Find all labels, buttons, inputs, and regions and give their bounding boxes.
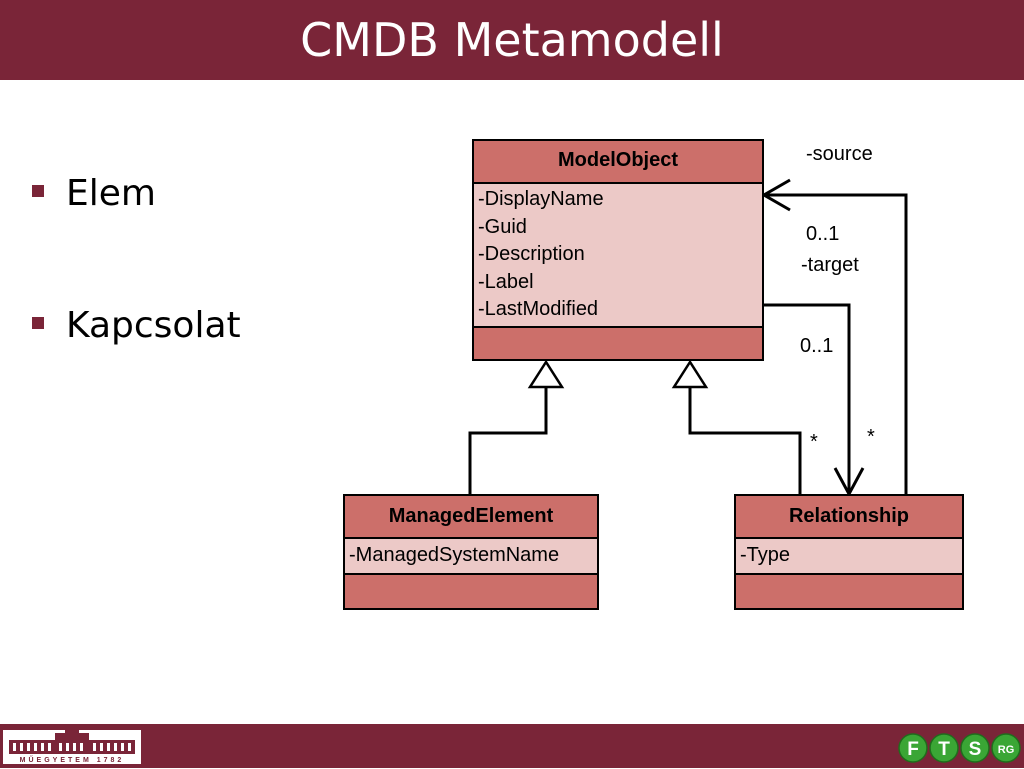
- logo-letter: S: [969, 739, 982, 760]
- logo-circle: [960, 733, 990, 763]
- logo-letter: RG: [998, 744, 1015, 756]
- attribute: -Label: [478, 270, 534, 293]
- attribute: -DisplayName: [478, 188, 604, 210]
- generalization-relationship: [688, 387, 802, 494]
- target-multiplicity-label: 0..1: [800, 335, 834, 357]
- attribute: -Guid: [478, 215, 527, 238]
- class-model-object: ModelObject -DisplayName -Guid -Descript…: [472, 139, 764, 361]
- logo-letter: F: [907, 739, 919, 760]
- university-caption: MŰEGYETEM 1782: [20, 755, 125, 764]
- attribute: -ManagedSystemName: [349, 544, 560, 566]
- square-bullet-icon: [32, 185, 44, 197]
- logo-circle: [929, 733, 959, 763]
- association-source: [764, 193, 908, 494]
- bullet-item-elem: Elem: [30, 170, 330, 220]
- logo-circle: [991, 733, 1021, 763]
- attribute: -Description: [478, 243, 585, 265]
- relationship-source-multiplicity-label: *: [867, 426, 875, 448]
- university-logo: MŰEGYETEM 1782: [3, 730, 141, 764]
- source-arrowhead: [760, 178, 791, 212]
- square-bullet-icon: [32, 317, 44, 329]
- target-role-label: -target: [801, 254, 859, 276]
- class-name: ModelObject: [557, 149, 678, 171]
- source-multiplicity-label: 0..1: [806, 223, 840, 245]
- footer-bar: MŰEGYETEM 1782: [0, 724, 1024, 768]
- class-attributes: -ManagedSystemName: [345, 537, 597, 575]
- bullet-item-kapcsolat: Kapcsolat: [30, 302, 330, 352]
- relationship-target-multiplicity-label: *: [810, 431, 818, 453]
- title-bar: CMDB Metamodell: [0, 0, 1024, 80]
- inheritance-triangle-icon: [671, 359, 709, 389]
- attribute: -LastModified: [478, 298, 599, 320]
- inheritance-triangle-icon: [527, 359, 565, 389]
- class-relationship: Relationship -Type: [734, 494, 964, 610]
- logo-letter: T: [938, 739, 950, 760]
- source-role-label: -source: [806, 143, 873, 165]
- fts-rg-logo: F T S RG: [898, 733, 1021, 763]
- class-attributes: -DisplayName -Guid -Description -Label -…: [474, 182, 762, 328]
- generalization-managed-element: [468, 387, 548, 494]
- bullet-text: Kapcsolat: [66, 305, 241, 346]
- university-building-icon: MŰEGYETEM 1782: [9, 730, 135, 764]
- class-attributes: -Type: [736, 537, 962, 575]
- bullet-text: Elem: [66, 173, 156, 214]
- class-managed-element: ManagedElement -ManagedSystemName: [343, 494, 599, 610]
- class-name: ManagedElement: [388, 505, 554, 527]
- class-name: Relationship: [788, 505, 909, 527]
- attribute: -Type: [740, 544, 791, 566]
- association-target: [764, 303, 851, 494]
- logo-circle: [898, 733, 928, 763]
- slide-title: CMDB Metamodell: [300, 13, 724, 67]
